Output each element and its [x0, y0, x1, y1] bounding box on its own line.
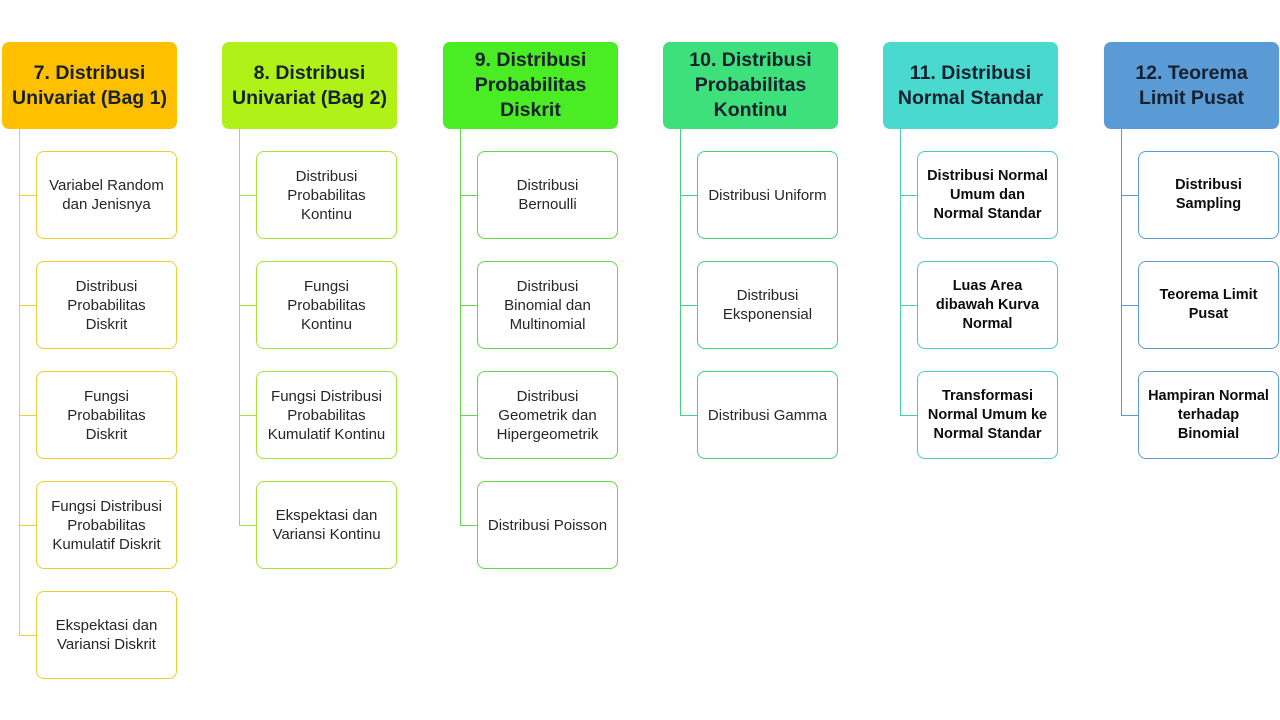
tree-connector-horizontal: [1121, 305, 1138, 306]
subtopic-box: Distribusi Probabilitas Kontinu: [256, 151, 397, 239]
subtopic-box: Distribusi Uniform: [697, 151, 838, 239]
subtopic-box: Distribusi Sampling: [1138, 151, 1279, 239]
subtopic-box: Fungsi Probabilitas Diskrit: [36, 371, 177, 459]
tree-connector-vertical: [1121, 129, 1122, 415]
subtopic-box: Hampiran Normal terhadap Binomial: [1138, 371, 1279, 459]
subtopic-box: Distribusi Binomial dan Multinomial: [477, 261, 618, 349]
topic-column: 8. Distribusi Univariat (Bag 2) Distribus…: [220, 0, 500, 720]
subtopic-box: Distribusi Geometrik dan Hipergeometrik: [477, 371, 618, 459]
tree-connector-horizontal: [460, 195, 477, 196]
tree-connector-horizontal: [460, 525, 477, 526]
tree-connector-horizontal: [900, 415, 917, 416]
subtopic-box: Transformasi Normal Umum ke Normal Stand…: [917, 371, 1058, 459]
tree-connector-horizontal: [900, 305, 917, 306]
subtopic-box: Distribusi Normal Umum dan Normal Standa…: [917, 151, 1058, 239]
tree-connector-horizontal: [460, 305, 477, 306]
tree-connector-horizontal: [19, 415, 36, 416]
subtopic-box: Distribusi Probabilitas Diskrit: [36, 261, 177, 349]
subtopic-box: Distribusi Poisson: [477, 481, 618, 569]
subtopic-box: Fungsi Probabilitas Kontinu: [256, 261, 397, 349]
subtopic-box: Fungsi Distribusi Probabilitas Kumulatif…: [256, 371, 397, 459]
tree-connector-horizontal: [680, 305, 697, 306]
tree-connector-horizontal: [1121, 195, 1138, 196]
subtopic-box: Teorema Limit Pusat: [1138, 261, 1279, 349]
tree-connector-horizontal: [239, 525, 256, 526]
subtopic-box: Variabel Random dan Jenisnya: [36, 151, 177, 239]
topic-header: 12. Teorema Limit Pusat: [1104, 42, 1279, 129]
tree-connector-horizontal: [460, 415, 477, 416]
tree-connector-horizontal: [19, 525, 36, 526]
subtopic-box: Distribusi Gamma: [697, 371, 838, 459]
subtopic-box: Fungsi Distribusi Probabilitas Kumulatif…: [36, 481, 177, 569]
tree-connector-horizontal: [900, 195, 917, 196]
tree-connector-horizontal: [239, 305, 256, 306]
topic-header: 9. Distribusi Probabilitas Diskrit: [443, 42, 618, 129]
subtopic-box: Distribusi Bernoulli: [477, 151, 618, 239]
topic-header: 7. Distribusi Univariat (Bag 1): [2, 42, 177, 129]
subtopic-box: Ekspektasi dan Variansi Kontinu: [256, 481, 397, 569]
topic-column: 7. Distribusi Univariat (Bag 1) Variabel …: [0, 0, 280, 720]
tree-connector-horizontal: [680, 415, 697, 416]
tree-connector-vertical: [680, 129, 681, 415]
topic-header: 8. Distribusi Univariat (Bag 2): [222, 42, 397, 129]
tree-connector-horizontal: [680, 195, 697, 196]
tree-connector-horizontal: [19, 635, 36, 636]
topic-header: 11. Distribusi Normal Standar: [883, 42, 1058, 129]
tree-connector-horizontal: [19, 305, 36, 306]
tree-connector-horizontal: [1121, 415, 1138, 416]
tree-connector-vertical: [460, 129, 461, 525]
tree-connector-vertical: [900, 129, 901, 415]
tree-connector-horizontal: [239, 195, 256, 196]
subtopic-box: Ekspektasi dan Variansi Diskrit: [36, 591, 177, 679]
tree-connector-vertical: [19, 129, 20, 635]
tree-connector-vertical: [239, 129, 240, 525]
topic-header: 10. Distribusi Probabilitas Kontinu: [663, 42, 838, 129]
subtopic-box: Distribusi Eksponensial: [697, 261, 838, 349]
tree-connector-horizontal: [239, 415, 256, 416]
subtopic-box: Luas Area dibawah Kurva Normal: [917, 261, 1058, 349]
tree-connector-horizontal: [19, 195, 36, 196]
